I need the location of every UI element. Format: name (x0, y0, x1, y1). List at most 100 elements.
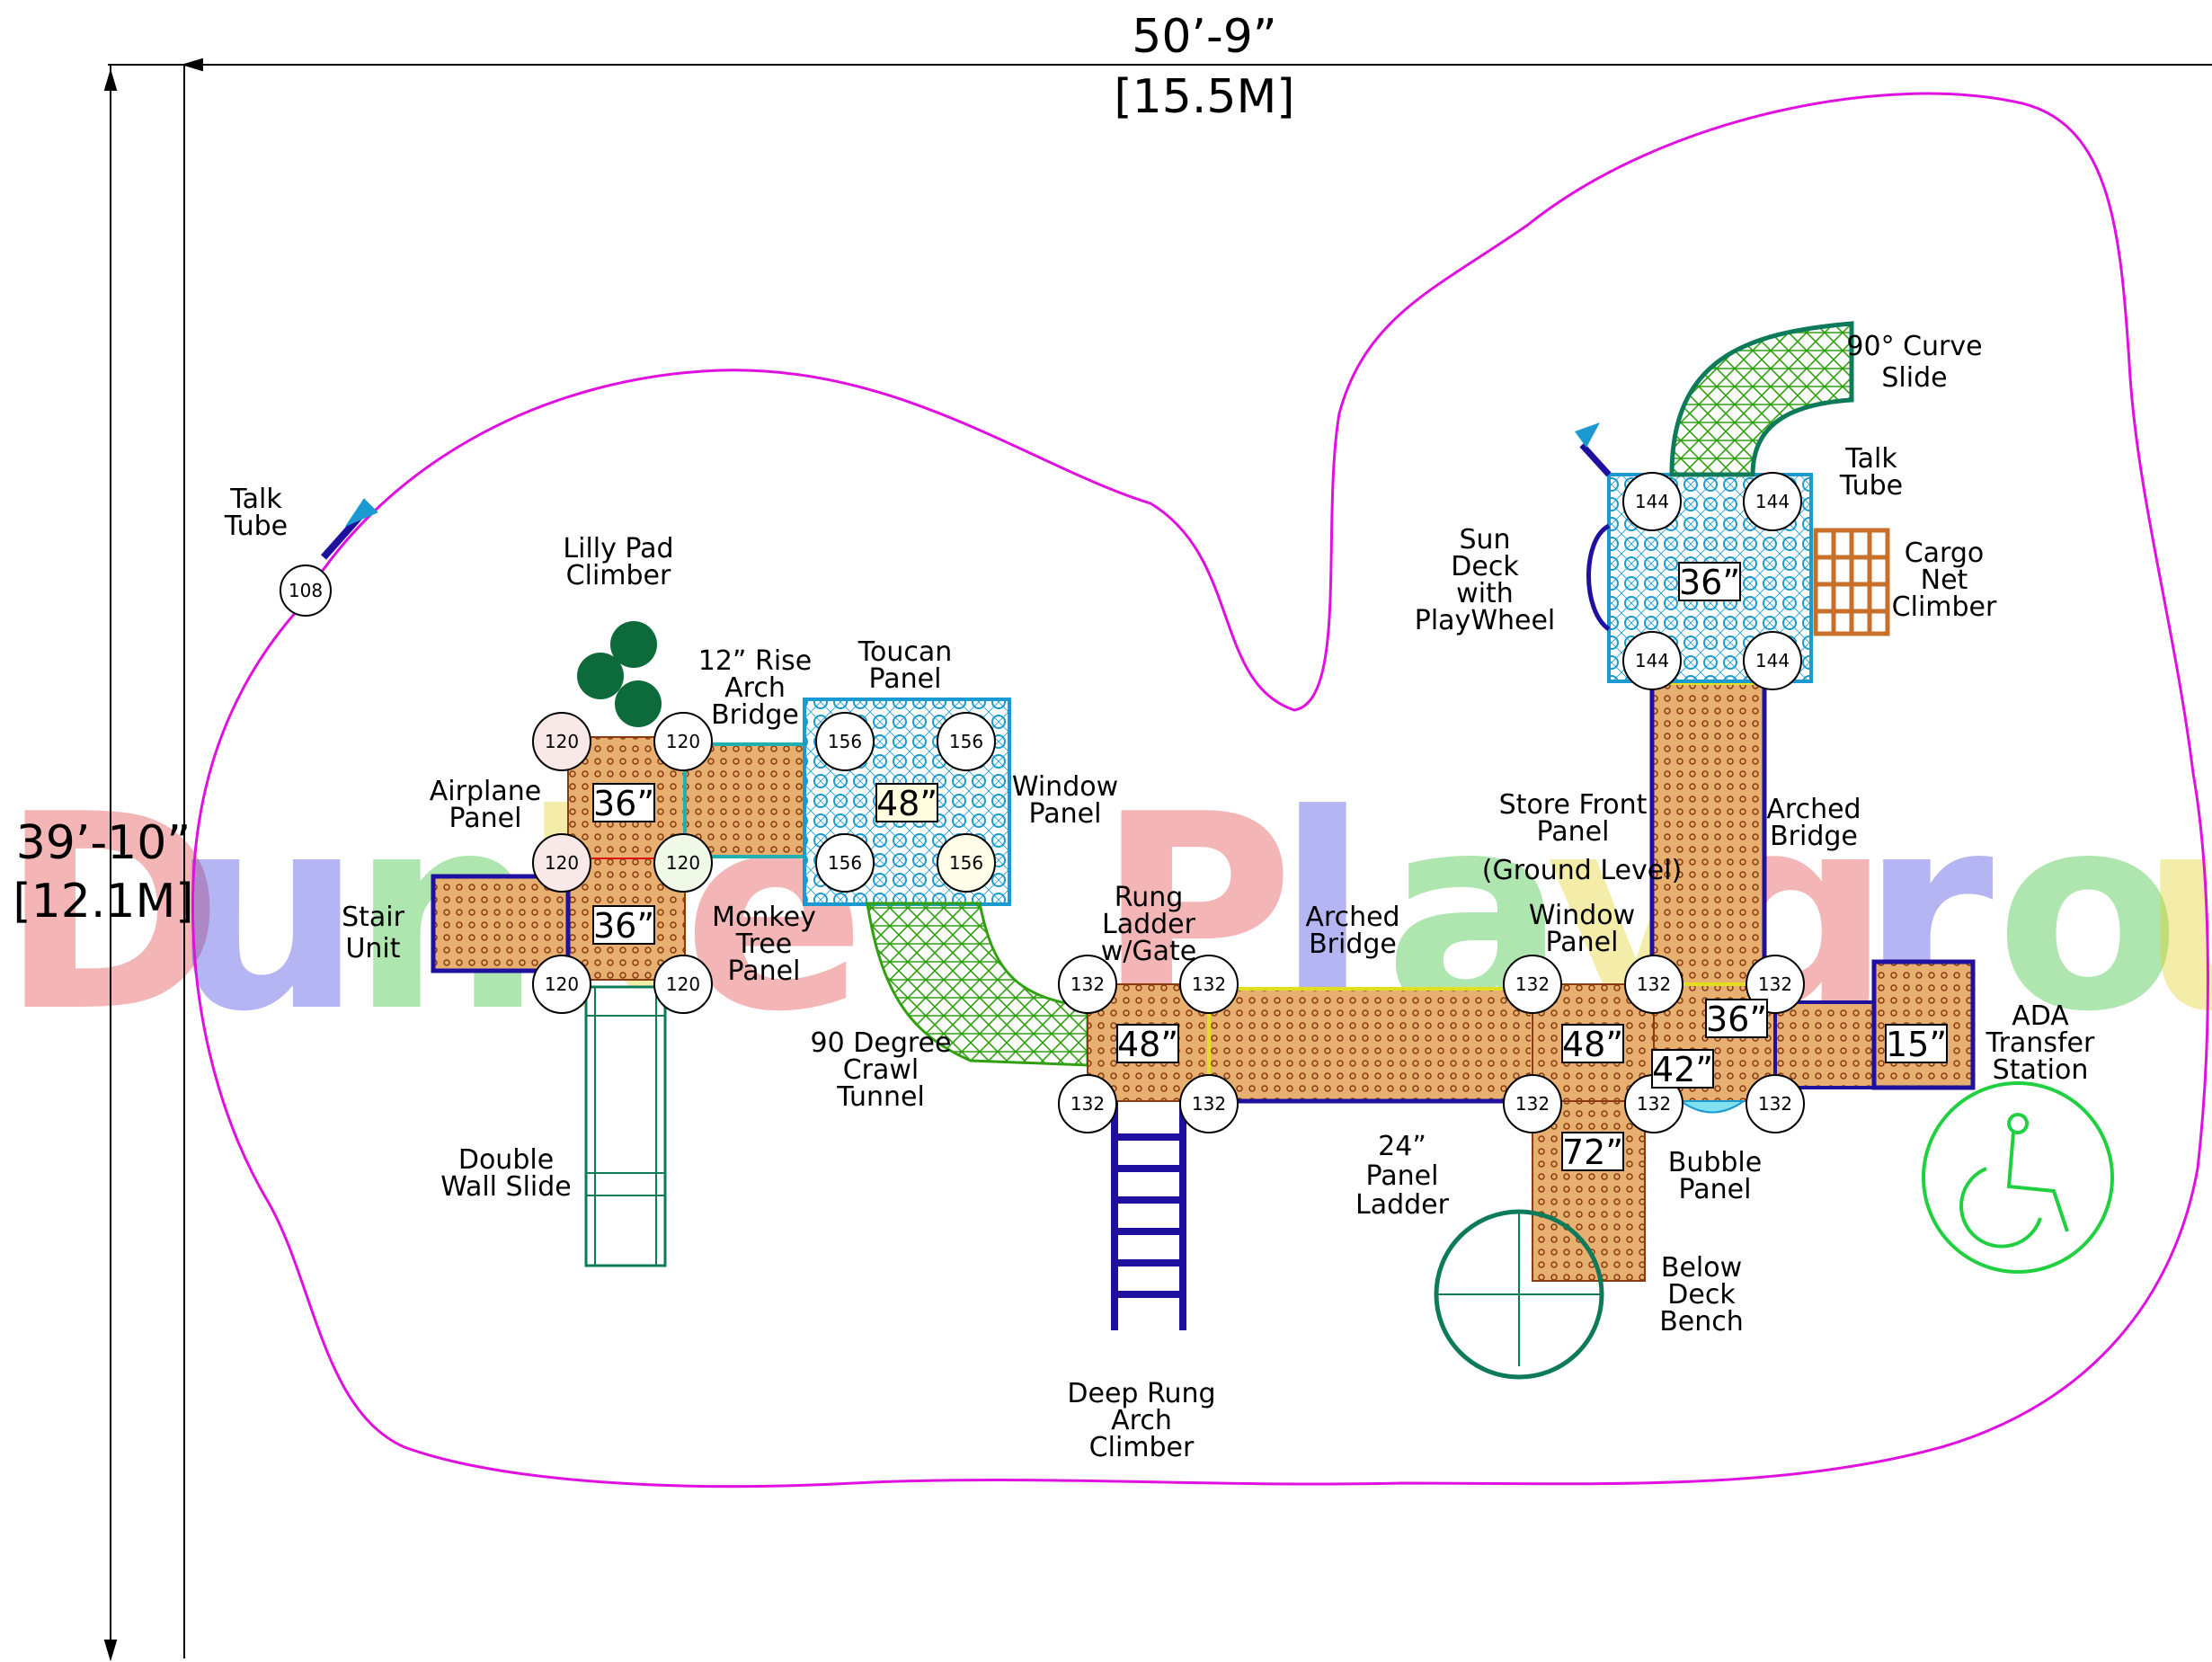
wm-11: o (1995, 757, 2181, 1071)
svg-text:120: 120 (666, 731, 700, 752)
window-panel-mid-label-1: Window (1529, 900, 1635, 931)
below-deck-label-1: Below (1661, 1252, 1742, 1284)
ada-label-3: Station (1993, 1054, 2089, 1086)
lilly-pad-climber (577, 621, 662, 727)
post-132: 132 (1503, 955, 1562, 1014)
window-panel-top-label-2: Panel (1029, 798, 1102, 830)
rung-ladder-label-1: Rung (1115, 882, 1184, 913)
height-m: [12.1M] (13, 875, 193, 929)
svg-text:132: 132 (1192, 1093, 1226, 1115)
crawl-tunnel-label-1: 90 Degree (811, 1027, 952, 1059)
svg-text:144: 144 (1635, 650, 1669, 671)
talk-tube-left-pipe (321, 514, 362, 560)
wm-0: D (0, 757, 224, 1071)
post-144: 144 (1743, 631, 1802, 690)
deck-height-left-top: 36” (593, 784, 654, 823)
svg-text:132: 132 (1758, 1093, 1792, 1115)
svg-text:132: 132 (1070, 973, 1105, 995)
post-144: 144 (1622, 472, 1682, 531)
sun-deck-label-2: Deck (1451, 551, 1519, 582)
svg-text:132: 132 (1637, 1093, 1671, 1115)
ada-symbol (1922, 1081, 2114, 1274)
arched-bridge-mid (1207, 987, 1534, 1103)
deck-height-left-bottom: 36” (593, 906, 654, 946)
window-panel-mid-label-2: Panel (1546, 927, 1619, 958)
deck-height-top-36: 36” (1679, 563, 1740, 602)
ada-label-2: Transfer (1985, 1027, 2095, 1059)
panel-ladder-label-2: Panel (1366, 1160, 1439, 1192)
svg-text:144: 144 (1755, 650, 1790, 671)
deck-height-right-36: 36” (1706, 1000, 1767, 1039)
sun-deck-label-4: PlayWheel (1415, 605, 1556, 636)
sun-deck-label-1: Sun (1459, 524, 1510, 555)
svg-text:156: 156 (949, 731, 983, 752)
deck-height-right-42: 42” (1652, 1050, 1713, 1089)
deck-height-toucan: 48” (876, 784, 937, 823)
post-132: 132 (1503, 1074, 1562, 1133)
post-156: 156 (815, 833, 875, 893)
below-deck-label-2: Deck (1667, 1279, 1736, 1311)
svg-text:132: 132 (1758, 973, 1792, 995)
rise-arch-label-1: 12” Rise (698, 645, 813, 677)
double-wall-label-1: Double (458, 1144, 554, 1176)
post-120: 120 (653, 955, 713, 1014)
talk-tube-left-horn (344, 498, 378, 528)
store-front-label-1: Store Front (1499, 789, 1648, 821)
deck-height-mid-left: 48” (1117, 1025, 1178, 1064)
airplane-label-2: Panel (449, 803, 522, 834)
monkey-tree-label-2: Tree (735, 929, 793, 960)
post-132: 132 (1179, 955, 1239, 1014)
rise-arch-label-3: Bridge (711, 699, 799, 731)
post-120: 120 (532, 712, 591, 771)
post-108: 108 (280, 564, 332, 617)
post-132: 132 (1624, 1074, 1683, 1133)
cargo-net-label-1: Cargo (1905, 538, 1985, 569)
bubble-label-1: Bubble (1668, 1147, 1762, 1178)
deep-rung-label-3: Climber (1089, 1432, 1195, 1463)
store-front-label-3: (Ground Level) (1482, 855, 1682, 886)
wm-1: u (171, 757, 363, 1071)
svg-text:120: 120 (545, 852, 579, 874)
cargo-net-label-2: Net (1921, 564, 1968, 596)
post-132: 132 (1058, 955, 1117, 1014)
arched-bridge-mid-label-1: Arched (1305, 902, 1399, 933)
sun-deck-label-3: with (1456, 578, 1514, 609)
arched-bridge-right-label-2: Bridge (1770, 821, 1858, 852)
wm-12: u (2139, 757, 2212, 1071)
post-156: 156 (815, 712, 875, 771)
post-132: 132 (1746, 1074, 1805, 1133)
playwheel (1586, 523, 1611, 632)
component-labels: Talk Tube Lilly Pad Climber 12” Rise Arc… (224, 331, 2095, 1463)
spiral-slide (1434, 1209, 1604, 1380)
curve-slide (1669, 321, 1854, 477)
svg-text:132: 132 (1070, 1093, 1105, 1115)
posts: 108 120 120 120 120 120 120 156 156 156 … (280, 472, 1805, 1133)
panel-ladder-label-1: 24” (1378, 1131, 1426, 1162)
monkey-tree-label-1: Monkey (712, 902, 816, 933)
toucan-label-2: Panel (869, 663, 942, 695)
below-deck-label-3: Bench (1659, 1306, 1744, 1338)
talk-tube-left-label-2: Tube (224, 511, 288, 542)
post-120: 120 (532, 833, 591, 893)
svg-text:120: 120 (666, 973, 700, 995)
talk-tube-right-label-1: Talk (1844, 443, 1897, 475)
svg-text:156: 156 (949, 852, 983, 874)
talk-tube-right-label-2: Tube (1839, 470, 1903, 502)
rise-arch-bridge (683, 742, 813, 858)
cargo-net (1813, 528, 1890, 636)
toucan-label-1: Toucan (857, 636, 953, 668)
stair-unit (431, 874, 571, 973)
svg-text:132: 132 (1637, 973, 1671, 995)
svg-text:144: 144 (1635, 491, 1669, 512)
svg-text:132: 132 (1515, 973, 1550, 995)
cargo-net-label-3: Climber (1892, 591, 1997, 623)
crawl-tunnel-label-3: Tunnel (836, 1081, 925, 1113)
bubble-label-2: Panel (1679, 1174, 1752, 1205)
post-156: 156 (937, 712, 996, 771)
post-144: 144 (1622, 631, 1682, 690)
post-120: 120 (653, 712, 713, 771)
talk-tube-left-label-1: Talk (229, 484, 282, 515)
ada-ramp (1773, 1000, 1876, 1089)
deep-rung-label-2: Arch (1111, 1405, 1172, 1436)
svg-text:156: 156 (828, 852, 862, 874)
